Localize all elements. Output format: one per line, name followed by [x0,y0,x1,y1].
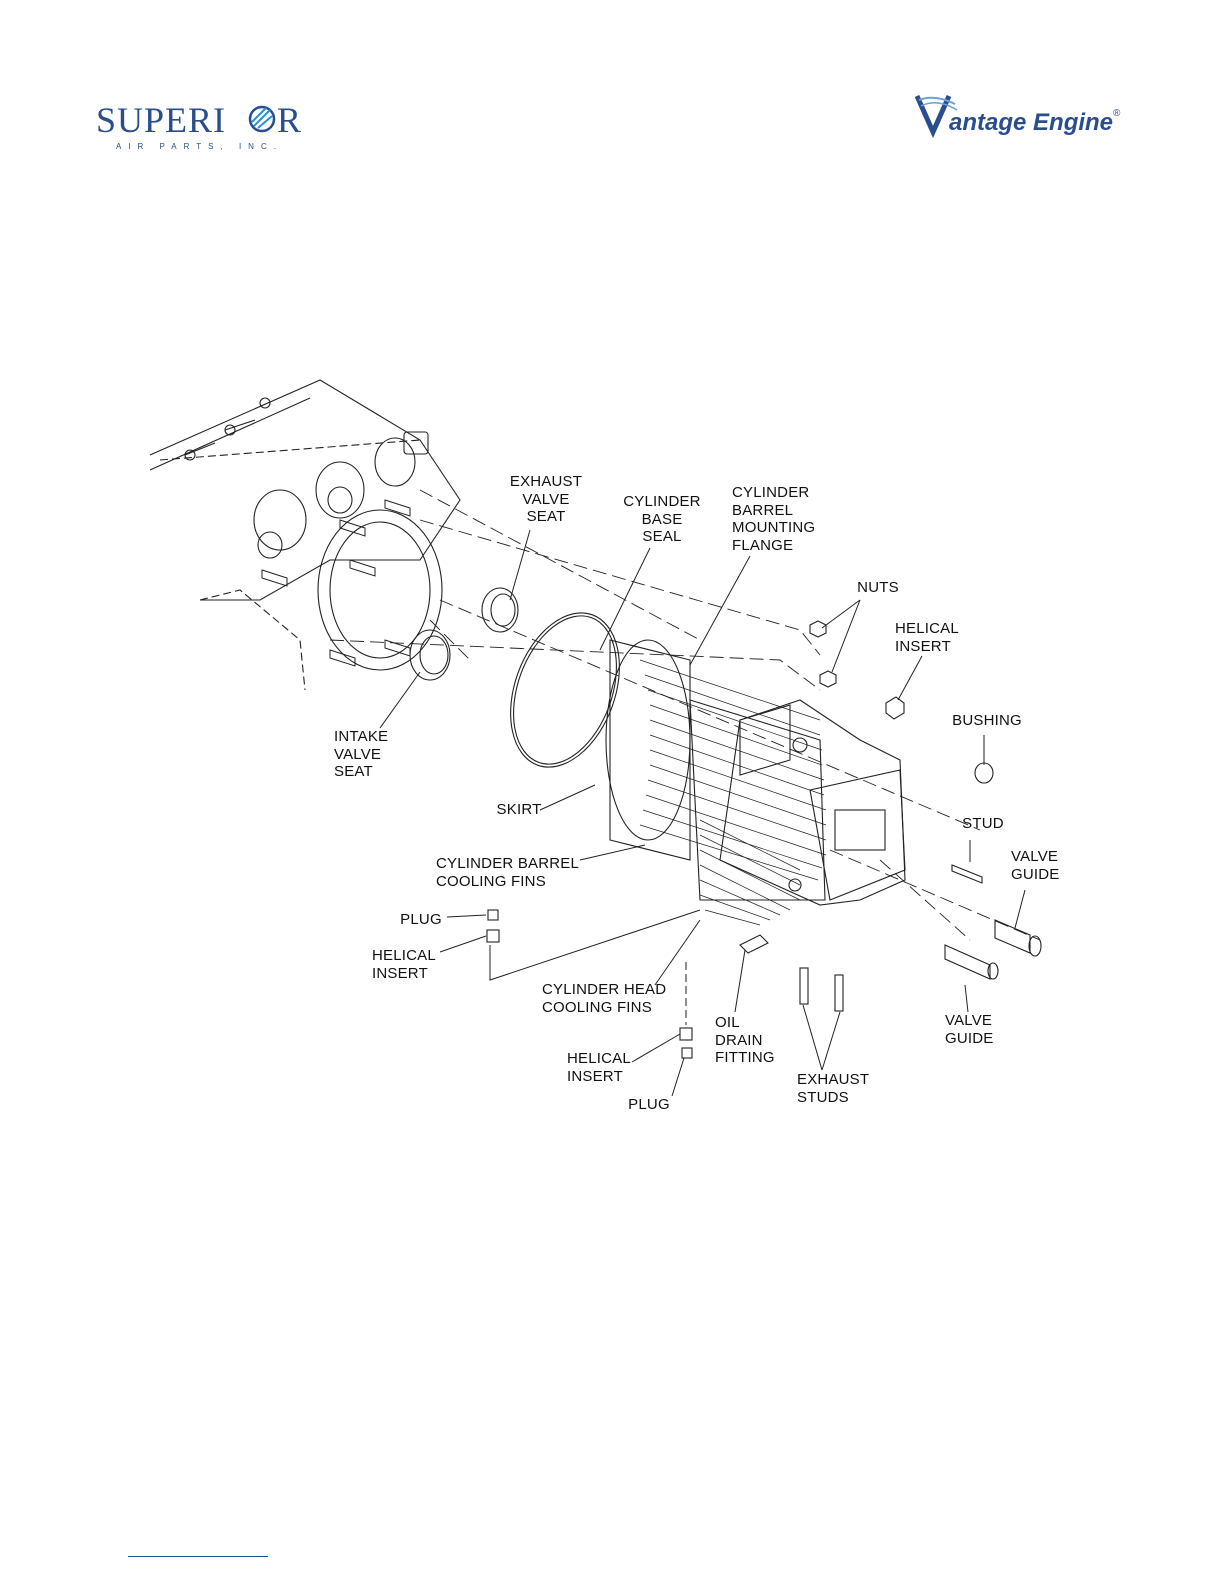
label-bushing: BUSHING [952,712,1022,729]
label-valve-guide-top: VALVE GUIDE [1011,848,1060,883]
nuts-drawing [809,620,837,688]
vantage-v-swoosh-icon [915,94,958,139]
registered-mark: ® [1113,108,1121,119]
label-valve-guide-bottom: VALVE GUIDE [945,1012,994,1047]
label-plug-left: PLUG [400,911,442,928]
plugs-inserts-drawing [486,909,693,1059]
label-helical-insert-bottom: HELICAL INSERT [567,1050,631,1085]
superior-wordmark: SUPERI [96,100,226,140]
cylinder-head-drawing [699,699,906,926]
footer-rule [128,1556,268,1557]
label-exhaust-valve-seat: EXHAUST VALVE SEAT [509,473,583,525]
base-seal-ring-drawing [510,612,620,768]
superior-air-parts-logo: SUPERI R AIR PARTS, INC. [96,100,301,151]
oil-drain-fitting-drawing [739,934,769,954]
label-cylinder-head-cooling-fins: CYLINDER HEAD COOLING FINS [542,981,667,1016]
exhaust-valve-seat-drawing [481,587,519,633]
valve-guides-drawing [944,919,1042,980]
label-helical-insert-left: HELICAL INSERT [372,947,436,982]
superior-wordmark-end: R [277,100,301,140]
label-cylinder-barrel-cooling-fins: CYLINDER BARREL COOLING FINS [436,855,580,890]
label-plug-bottom: PLUG [628,1096,670,1113]
helical-insert-top-drawing [885,696,905,720]
label-helical-insert-top: HELICAL INSERT [895,620,959,655]
label-cylinder-base-seal: CYLINDER BASE SEAL [623,493,701,545]
cylinder-barrel-drawing [605,639,827,901]
vantage-engine-logo: antage Engine ® [915,94,1121,139]
label-skirt: SKIRT [496,801,542,818]
superior-tagline: AIR PARTS, INC. [116,142,283,151]
crankcase-drawing [149,379,461,691]
superior-o-mark-icon [248,105,276,133]
bushing-drawing [974,762,994,784]
label-nuts: NUTS [857,579,899,596]
vantage-wordmark: antage Engine [949,109,1113,136]
intake-valve-seat-drawing [409,629,451,681]
exhaust-studs-drawing [799,967,844,1012]
label-intake-valve-seat: INTAKE VALVE SEAT [334,728,389,780]
label-stud: STUD [962,815,1004,832]
leader-lines [379,529,1026,1097]
label-cylinder-barrel-mounting-flange: CYLINDER BARREL MOUNTING FLANGE [732,484,816,554]
label-oil-drain-fitting: OIL DRAIN FITTING [715,1014,775,1066]
stud-drawing [951,864,983,884]
alignment-lines [329,489,1041,941]
label-exhaust-studs: EXHAUST STUDS [797,1071,870,1106]
